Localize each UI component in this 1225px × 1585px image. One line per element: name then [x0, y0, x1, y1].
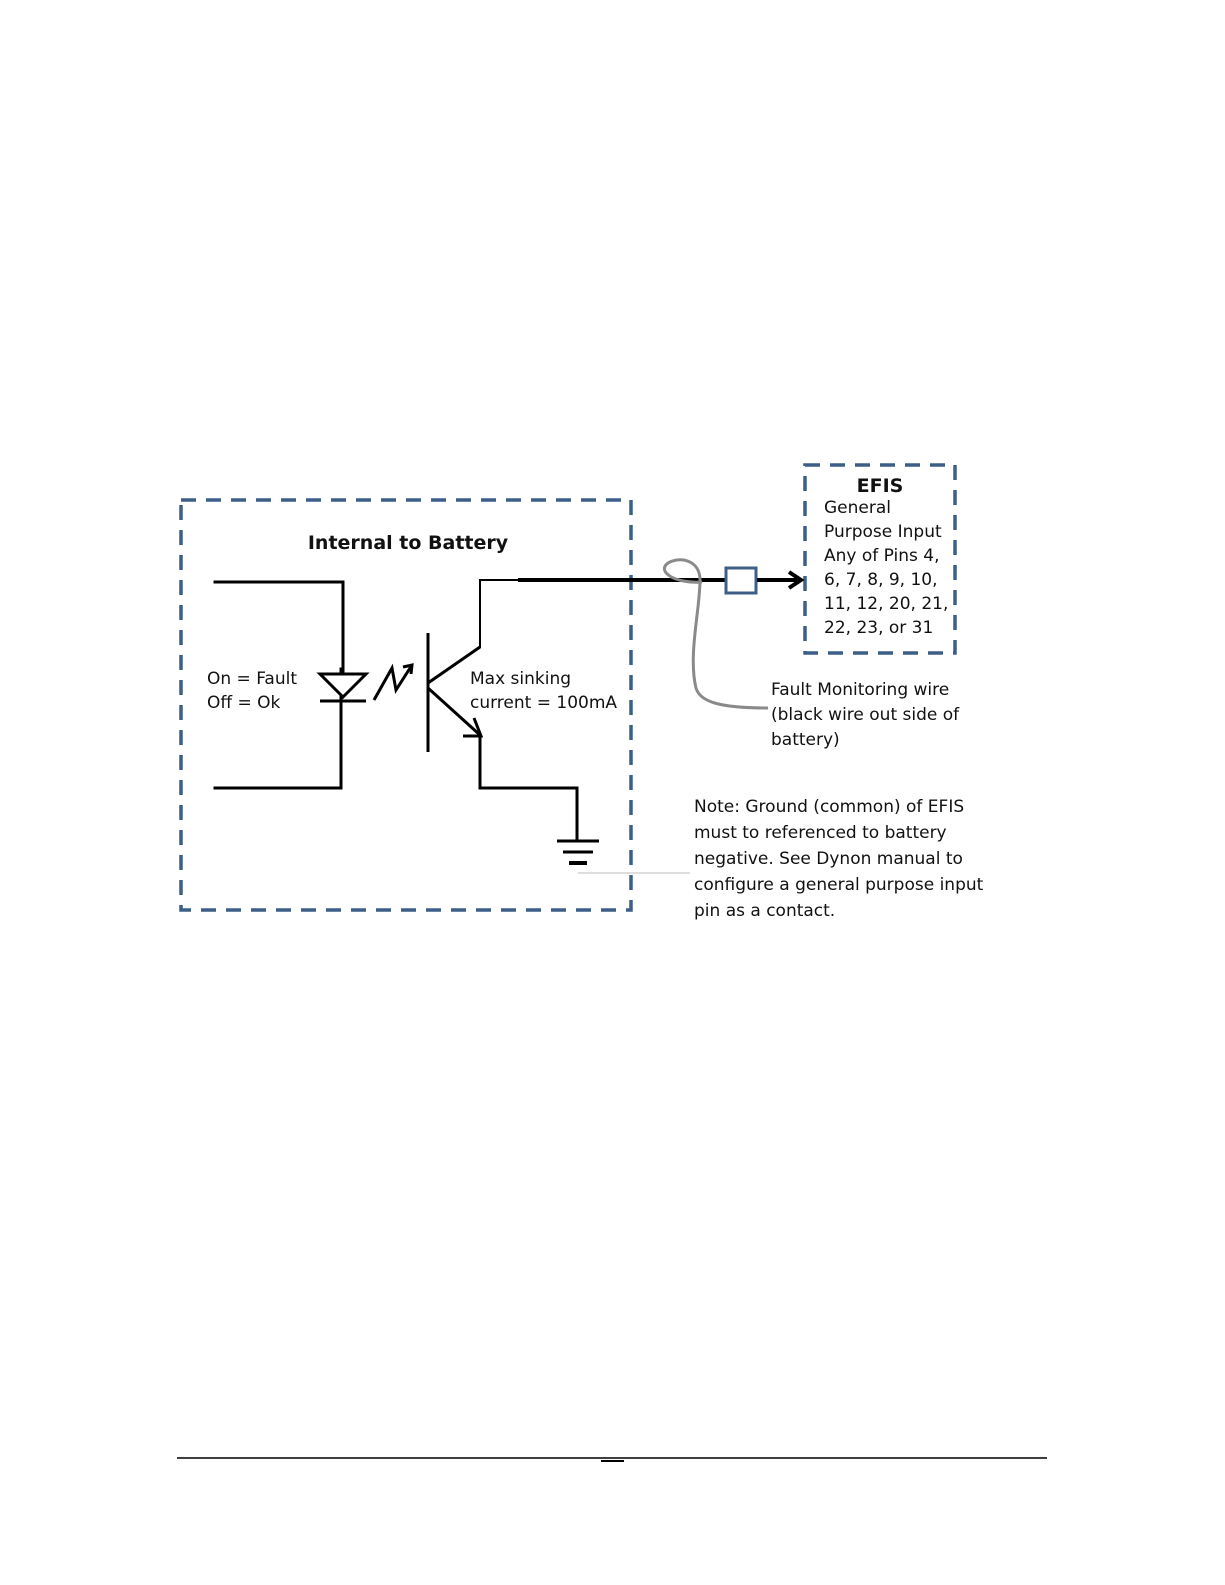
efis-box: [803, 463, 957, 655]
efis-line: 6, 7, 8, 9, 10,: [824, 570, 938, 590]
efis-line: Any of Pins 4,: [824, 546, 940, 566]
transistor-emitter-leg: [426, 686, 482, 737]
ground-note: Note: Ground (common) of EFIS must to re…: [694, 797, 989, 921]
led-diode-icon: [316, 672, 370, 700]
light-arrowhead: [402, 663, 414, 675]
led-circuit: [213, 580, 414, 790]
fault-wire-line: battery): [771, 730, 840, 750]
efis-title: EFIS: [857, 475, 904, 497]
led-label-off: Off = Ok: [207, 693, 281, 713]
efis-line: General: [824, 498, 891, 518]
efis-line: 11, 12, 20, 21,: [824, 594, 948, 614]
note-line: must to referenced to battery: [694, 823, 947, 843]
ground-icon: [557, 839, 599, 865]
arrow-right-icon: [787, 570, 805, 590]
led-top-wire: [213, 580, 345, 673]
note-line: configure a general purpose input: [694, 875, 984, 895]
phototransistor: [426, 579, 579, 842]
battery-enclosure: [179, 498, 633, 912]
battery-title: Internal to Battery: [308, 532, 509, 554]
led-label-on: On = Fault: [207, 669, 297, 689]
transistor-label-1: Max sinking: [470, 669, 571, 689]
transistor-label-2: current = 100mA: [470, 693, 617, 713]
efis-description: General Purpose Input Any of Pins 4, 6, …: [824, 498, 954, 638]
light-emission-icon: [372, 663, 414, 701]
fault-wire-label: Fault Monitoring wire (black wire out si…: [771, 680, 965, 750]
led-bottom-wire: [213, 667, 343, 790]
emitter-wire: [478, 733, 579, 842]
note-line: Note: Ground (common) of EFIS: [694, 797, 964, 817]
transistor-collector-leg: [427, 645, 481, 685]
note-line: pin as a contact.: [694, 901, 835, 921]
efis-line: Purpose Input: [824, 522, 942, 542]
fault-monitoring-wire: [662, 558, 769, 710]
collector-wire: [479, 579, 521, 648]
efis-line: 22, 23, or 31: [824, 618, 933, 638]
fault-wire-line: (black wire out side of: [771, 705, 960, 725]
connector-icon: [724, 566, 758, 595]
fault-wire-line: Fault Monitoring wire: [771, 680, 949, 700]
note-line: negative. See Dynon manual to: [694, 849, 963, 869]
